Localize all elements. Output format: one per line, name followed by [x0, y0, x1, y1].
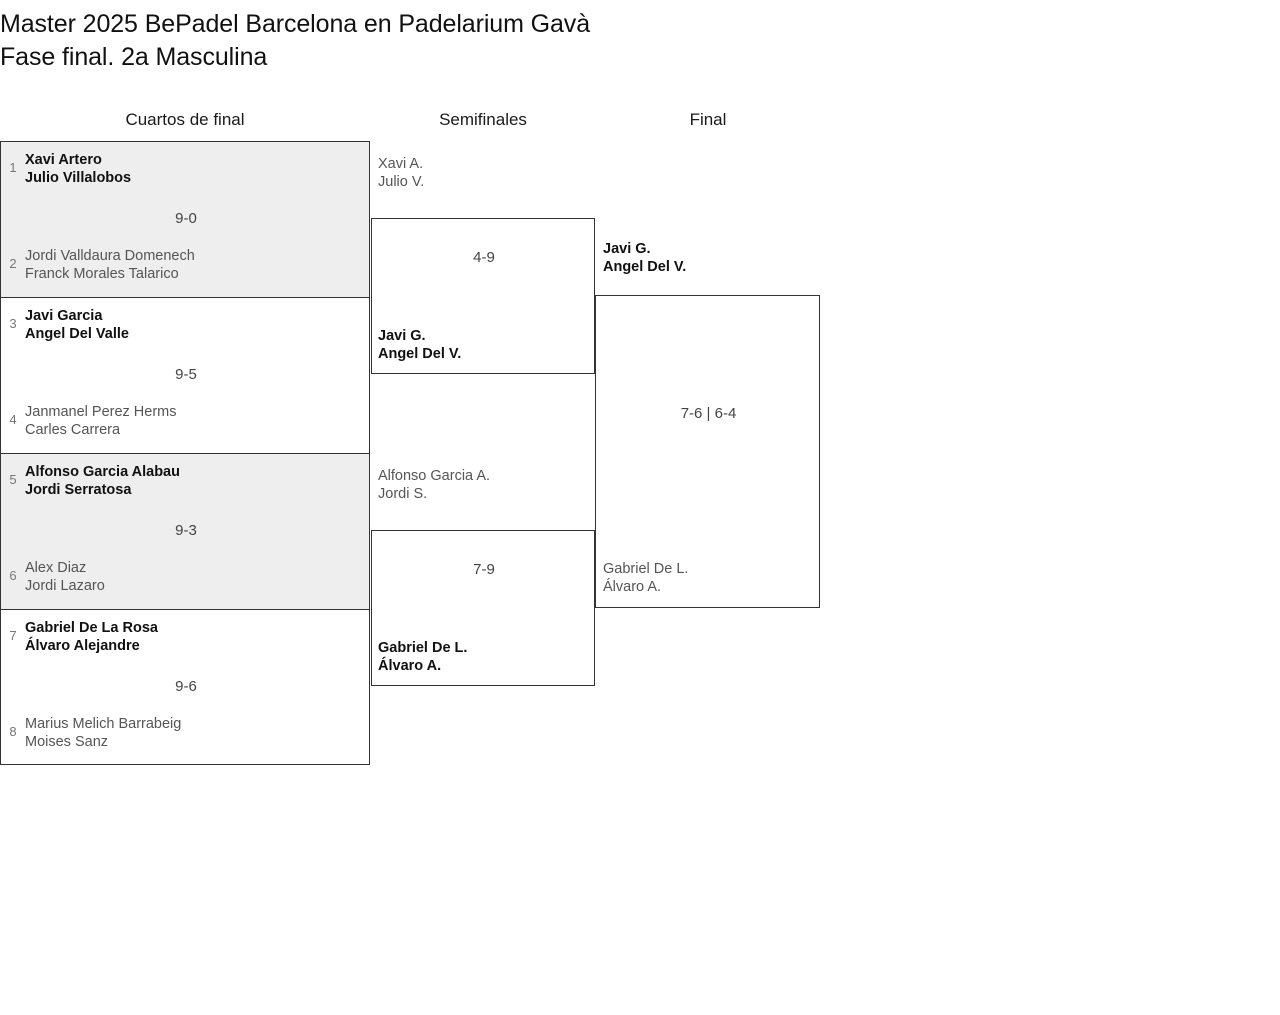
player-name: Carles Carrera [25, 422, 121, 438]
player-name: Javi G. [603, 241, 651, 257]
player-name: Alfonso Garcia A. [378, 468, 491, 484]
bracket-team[interactable]: Javi G. Angel Del V. [603, 240, 815, 276]
player-name: Álvaro A. [603, 579, 662, 595]
team-names: Javi Garcia Angel Del Valle [25, 306, 369, 343]
match-score: 7-6 | 6-4 [680, 405, 737, 422]
player-name: Janmanel Perez Herms [25, 404, 177, 420]
match-score: 4-9 [473, 249, 495, 266]
team-names: Gabriel De La Rosa Álvaro Alejandre [25, 618, 369, 655]
bracket-team[interactable]: 6 Alex Diaz Jordi Lazaro [1, 558, 369, 602]
player-name: Gabriel De L. [378, 640, 468, 656]
seed-number: 1 [9, 160, 17, 175]
tournament-title-line-2: Fase final. 2a Masculina [0, 43, 268, 71]
player-name: Julio V. [378, 174, 425, 190]
player-name: Jordi Serratosa [25, 482, 132, 498]
player-name: Javi Garcia [25, 308, 103, 324]
bracket-team[interactable]: Xavi A. Julio V. [378, 155, 590, 191]
player-name: Jordi Valldaura Domenech [25, 248, 195, 264]
round-header-quarterfinals: Cuartos de final [125, 110, 245, 129]
player-name: Alfonso Garcia Alabau [25, 464, 180, 480]
seed-number: 3 [9, 316, 17, 331]
bracket-team[interactable]: 3 Javi Garcia Angel Del Valle [1, 306, 369, 350]
bracket-team[interactable]: Gabriel De L. Álvaro A. [603, 560, 815, 596]
semifinal-match-2[interactable]: Alfonso Garcia A. Jordi S. 7-9 Gabriel D… [371, 468, 595, 686]
player-name: Angel Del Valle [25, 326, 129, 342]
match-score: 7-9 [473, 561, 495, 578]
tournament-title-line-1: Master 2025 BePadel Barcelona en Padelar… [0, 10, 591, 38]
bracket-team[interactable]: 1 Xavi Artero Julio Villalobos [1, 150, 369, 194]
player-name: Angel Del V. [603, 259, 687, 275]
bracket-team[interactable]: 4 Janmanel Perez Herms Carles Carrera [1, 402, 369, 446]
bracket-team[interactable]: Javi G. Angel Del V. [378, 327, 590, 363]
quarterfinal-match-1[interactable]: 1 Xavi Artero Julio Villalobos 9-0 2 Jor… [0, 141, 370, 297]
bracket-team[interactable]: 2 Jordi Valldaura Domenech Franck Morale… [1, 246, 369, 290]
quarterfinal-match-3[interactable]: 5 Alfonso Garcia Alabau Jordi Serratosa … [0, 453, 370, 609]
player-name: Gabriel De La Rosa [25, 620, 158, 636]
player-name: Javi G. [378, 328, 426, 344]
tournament-bracket: 1 Xavi Artero Julio Villalobos 9-0 2 Jor… [0, 141, 860, 781]
bracket-team[interactable]: 5 Alfonso Garcia Alabau Jordi Serratosa [1, 462, 369, 506]
player-name: Xavi Artero [25, 152, 102, 168]
team-names: Alex Diaz Jordi Lazaro [25, 558, 369, 595]
round-header-semifinals: Semifinales [439, 110, 527, 129]
quarterfinal-match-4[interactable]: 7 Gabriel De La Rosa Álvaro Alejandre 9-… [0, 609, 370, 765]
player-name: Álvaro Alejandre [25, 638, 140, 654]
match-score: 9-6 [175, 678, 197, 695]
seed-number: 6 [9, 568, 17, 583]
seed-number: 7 [9, 628, 17, 643]
player-name: Alex Diaz [25, 560, 87, 576]
bracket-team[interactable]: 7 Gabriel De La Rosa Álvaro Alejandre [1, 618, 369, 662]
player-name: Álvaro A. [378, 658, 442, 674]
seed-number: 4 [9, 412, 17, 427]
team-names: Janmanel Perez Herms Carles Carrera [25, 402, 369, 439]
player-name: Jordi Lazaro [25, 578, 105, 594]
player-name: Jordi S. [378, 486, 428, 502]
semifinal-match-1[interactable]: Xavi A. Julio V. 4-9 Javi G. Angel Del V… [371, 156, 595, 374]
seed-number: 8 [9, 724, 17, 739]
team-names: Marius Melich Barrabeig Moises Sanz [25, 714, 369, 751]
team-names: Alfonso Garcia Alabau Jordi Serratosa [25, 462, 369, 499]
player-name: Moises Sanz [25, 734, 109, 750]
seed-number: 5 [9, 472, 17, 487]
player-name: Franck Morales Talarico [25, 266, 179, 282]
player-name: Angel Del V. [378, 346, 462, 362]
player-name: Xavi A. [378, 156, 424, 172]
player-name: Julio Villalobos [25, 170, 132, 186]
player-name: Gabriel De L. [603, 561, 689, 577]
seed-number: 2 [9, 256, 17, 271]
quarterfinal-match-2[interactable]: 3 Javi Garcia Angel Del Valle 9-5 4 Janm… [0, 297, 370, 453]
final-match[interactable]: Javi G. Angel Del V. 7-6 | 6-4 Gabriel D… [595, 241, 820, 608]
team-names: Xavi Artero Julio Villalobos [25, 150, 369, 187]
match-score: 9-5 [175, 366, 197, 383]
round-header-final: Final [689, 110, 727, 129]
team-names: Jordi Valldaura Domenech Franck Morales … [25, 246, 369, 283]
player-name: Marius Melich Barrabeig [25, 716, 182, 732]
bracket-team[interactable]: 8 Marius Melich Barrabeig Moises Sanz [1, 714, 369, 758]
bracket-team[interactable]: Gabriel De L. Álvaro A. [378, 639, 590, 675]
bracket-team[interactable]: Alfonso Garcia A. Jordi S. [378, 467, 590, 503]
quarterfinals-column: 1 Xavi Artero Julio Villalobos 9-0 2 Jor… [0, 141, 370, 765]
match-score: 9-0 [175, 210, 197, 227]
page-title: Master 2025 BePadel Barcelona en Padelar… [0, 8, 1000, 74]
match-score: 9-3 [175, 522, 197, 539]
